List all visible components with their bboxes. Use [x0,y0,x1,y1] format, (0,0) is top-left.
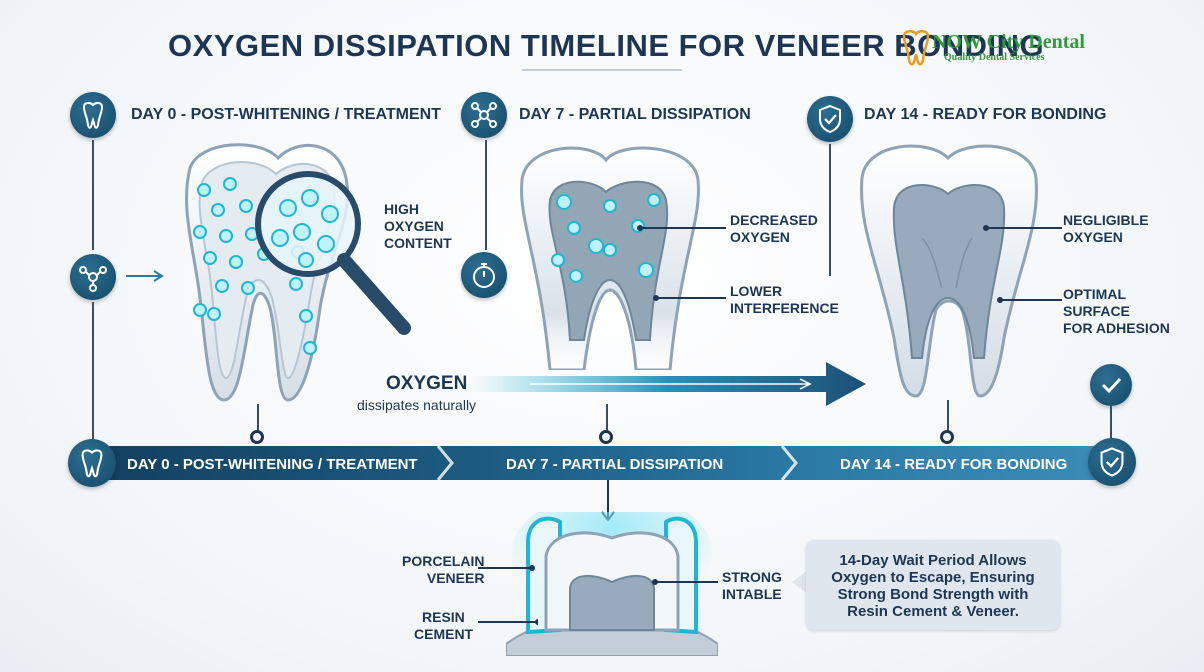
callout-lines [983,225,1062,303]
timeline-label-day14: DAY 14 - READY FOR BONDING [840,456,1068,473]
flow-subtitle: dissipates naturally [357,397,477,413]
veneer-tooth [506,512,718,656]
callout-optimal-surface: OPTIMAL SURFACE FOR ADHESION [1063,286,1170,336]
brand-name: NOW City Dental [932,31,1085,53]
tooth-logo-icon [902,30,930,66]
connector-line [947,400,949,434]
label-strong-bond: STRONG INTABLE [722,569,782,602]
connector-line [92,140,94,250]
page-title: OXYGEN DISSIPATION TIMELINE FOR VENEER B… [168,28,1045,63]
callout-lines [478,565,538,625]
flow-title: OXYGEN [386,373,468,394]
timeline-node [940,430,954,444]
connector-line [257,404,259,434]
label-resin-cement: RESIN CEMENT [414,609,474,642]
timeline-node [250,430,264,444]
timeline-node [599,430,613,444]
connector-line [1110,406,1112,438]
tooth-icon [70,92,116,138]
chevron-right-icon [436,446,454,480]
callout-decreased-oxygen: DECREASED OXYGEN [730,212,818,245]
connector-line [485,140,487,250]
connector-line [829,144,831,276]
callout-lower-interference: LOWER INTERFERENCE [730,283,839,316]
shield-check-icon [807,96,853,142]
timeline-label-day7: DAY 7 - PARTIAL DISSIPATION [506,456,724,473]
tooth-day7 [520,146,700,370]
callout-lines [652,579,718,585]
check-icon [1090,364,1132,406]
dissipation-arrow-icon [470,362,866,406]
timeline-bar [80,446,1120,480]
molecule-icon-side [70,254,116,300]
timer-icon [461,252,507,298]
tooth-day14 [860,144,1038,398]
label-porcelain-veneer: PORCELAIN VENEER [402,553,485,586]
molecule-icon [461,92,507,138]
callout-high-oxygen: HIGH OXYGEN CONTENT [384,201,452,251]
oxygen-molecules [193,177,317,355]
magnifier-icon [255,171,411,335]
shield-check-icon-bar [1088,438,1136,486]
tooth-day0 [185,143,411,402]
callout-lines [637,225,726,301]
tooth-icon-bar [68,439,116,487]
stage-heading-day7: DAY 7 - PARTIAL DISSIPATION [519,106,751,123]
connector-line [606,404,608,434]
connector-line [92,302,94,442]
callout-negligible-oxygen: NEGLIGIBLE OXYGEN [1063,212,1149,245]
note-pointer [792,570,808,594]
arrow-right-icon [126,270,164,282]
stage-heading-day14: DAY 14 - READY FOR BONDING [864,106,1107,123]
chevron-right-icon [780,446,798,480]
title-underline [522,69,682,71]
timeline-label-day0: DAY 0 - POST-WHITENING / TREATMENT [127,456,418,473]
summary-note: 14-Day Wait Period Allows Oxygen to Esca… [806,540,1060,630]
brand-tagline: Quality Dental Services [944,52,1045,63]
stage-heading-day0: DAY 0 - POST-WHITENING / TREATMENT [131,106,441,123]
